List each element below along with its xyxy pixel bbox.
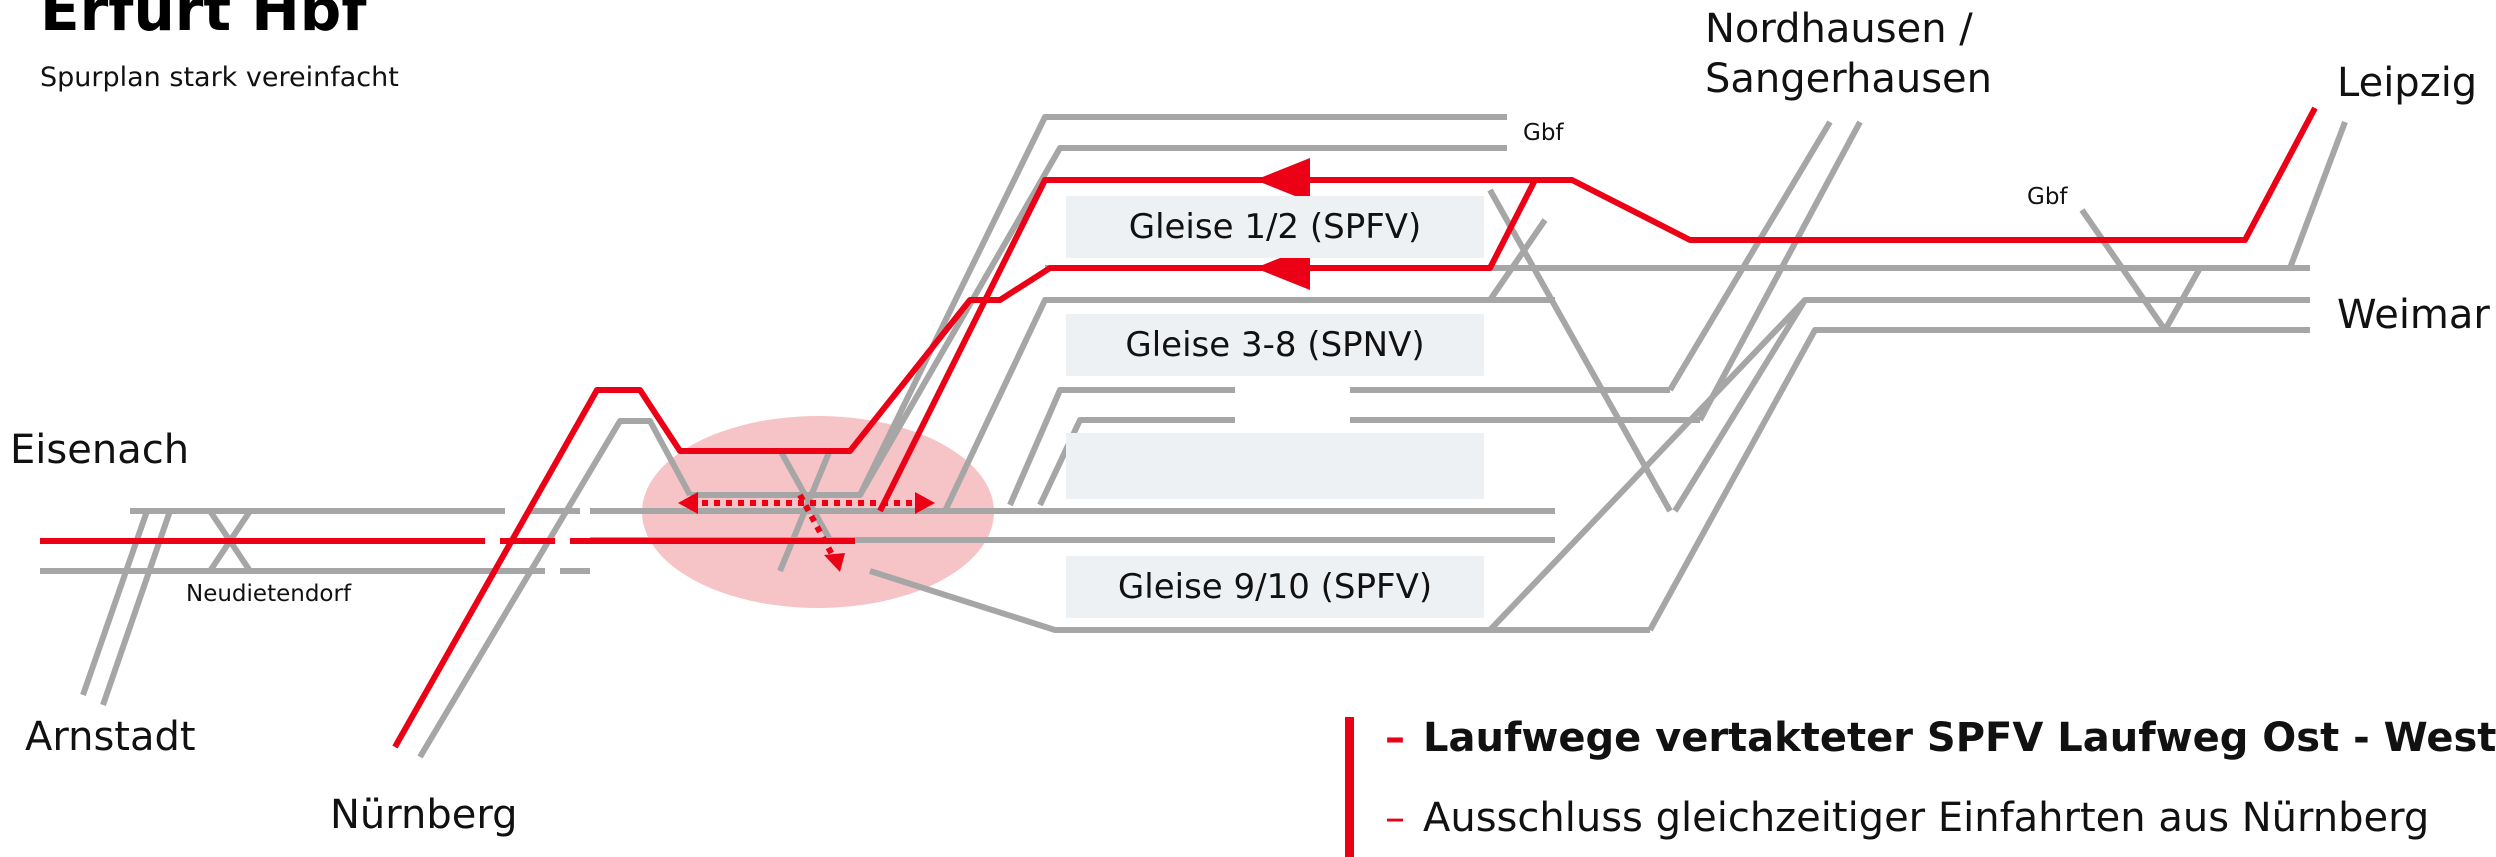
- label-eisenach: Eisenach: [10, 427, 190, 473]
- track-leipzig-grey: [2287, 120, 2348, 270]
- arrow-track-1: [1255, 158, 1310, 202]
- label-nuernberg: Nürnberg: [330, 792, 518, 838]
- label-leipzig: Leipzig: [2337, 60, 2478, 106]
- legend: –Laufwege vertakteter SPFV Laufweg Ost -…: [1345, 715, 2496, 857]
- track-gbf-east: [2079, 208, 2203, 333]
- legend-item-routes: –Laufwege vertakteter SPFV Laufweg Ost -…: [1385, 715, 2496, 761]
- grey-tracks: [40, 114, 2348, 759]
- label-nordhausen: Nordhausen /: [1705, 6, 1973, 52]
- label-gbf-east: Gbf: [2027, 184, 2068, 210]
- track-southwest: [869, 568, 1650, 633]
- page-title: Erfurt Hbf: [40, 0, 367, 44]
- platform-1-2: Gleise 1/2 (SPFV): [1066, 196, 1484, 258]
- track-east-1: [1487, 218, 1548, 302]
- route-loop-2: [877, 177, 1540, 513]
- label-weimar: Weimar: [2337, 292, 2490, 338]
- track-plan-svg: [40, 106, 2348, 759]
- legend-item-exclusion: –Ausschluss gleichzeitiger Einfahrten au…: [1385, 795, 2429, 841]
- label-arnstadt: Arnstadt: [25, 714, 196, 760]
- track-diag-ne-b: [1037, 417, 1235, 507]
- conflict-dashed-diag: [797, 493, 838, 562]
- route-nuernberg: [392, 106, 2318, 749]
- track-nordhausen-2: [1697, 120, 1863, 422]
- conflict-arrowheads: [678, 492, 935, 572]
- track-central-1: [690, 114, 1507, 498]
- track-central-2: [857, 145, 1507, 497]
- platform-block: [1066, 433, 1484, 499]
- track-x-east-1: [1487, 188, 1673, 513]
- label-sangerhausen: Sangerhausen: [1705, 56, 1993, 102]
- legend-dash-icon: –: [1385, 715, 1405, 761]
- track-east-diag-c: [1672, 298, 1808, 513]
- conflict-marker: [690, 493, 925, 562]
- platform-3-8: Gleise 3-8 (SPNV): [1066, 314, 1484, 376]
- track-diagram: Erfurt Hbf Spurplan stark vereinfacht Gl…: [10, 0, 2496, 857]
- track-central-3: [942, 297, 1050, 513]
- legend-item-routes-text: Laufwege vertakteter SPFV Laufweg Ost - …: [1423, 715, 2496, 761]
- legend-item-exclusion-text: Ausschluss gleichzeitiger Einfahrten aus…: [1423, 795, 2430, 841]
- track-east-diag-a: [1487, 297, 2310, 633]
- track-nuernberg-grey: [417, 418, 693, 759]
- legend-dash-icon: –: [1385, 795, 1405, 841]
- track-nordhausen-1: [1667, 120, 1833, 392]
- track-east-diag-b: [1647, 327, 2310, 632]
- page-subtitle: Spurplan stark vereinfacht: [40, 62, 399, 93]
- red-route: [40, 106, 2318, 749]
- track-diag-ne-a: [1007, 387, 1235, 507]
- track-x-west-1: [777, 448, 833, 542]
- platform-9-10: Gleise 9/10 (SPFV): [1066, 556, 1484, 618]
- label-neudietendorf: Neudietendorf: [186, 581, 352, 607]
- label-gbf-west: Gbf: [1523, 120, 1564, 146]
- legend-bar: [1345, 717, 1354, 857]
